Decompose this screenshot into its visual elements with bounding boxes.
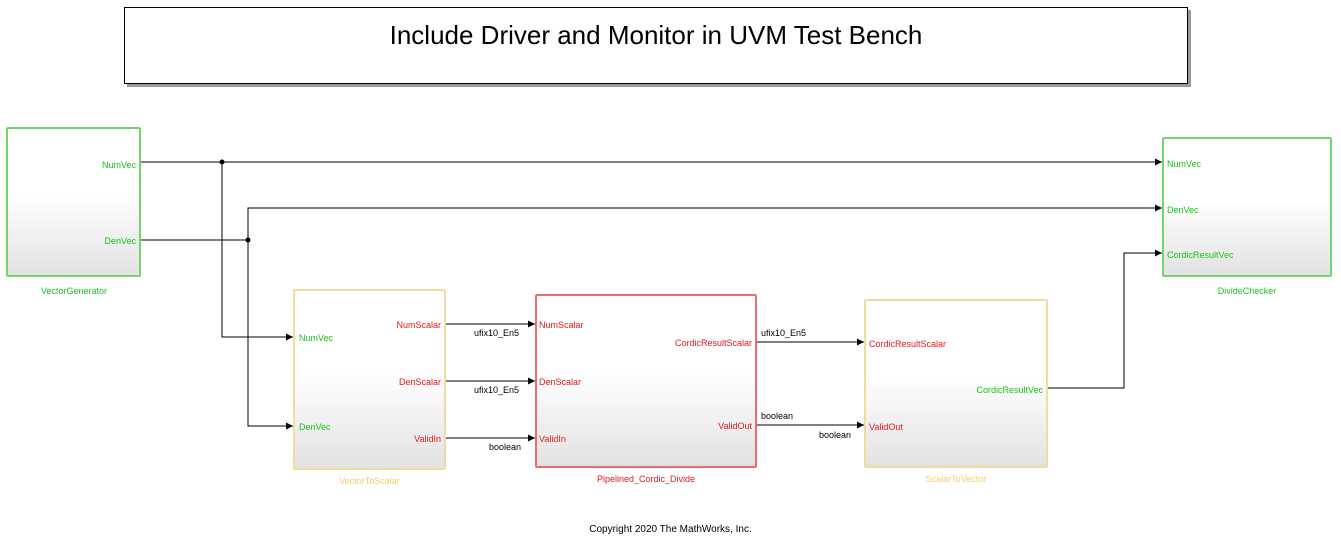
signal-type-result-scalar: ufix10_En5 [761, 328, 807, 338]
vector-to-scalar-block[interactable]: NumVec DenVec NumScalar DenScalar ValidI… [293, 289, 446, 470]
port-out-numvec: NumVec [101, 160, 136, 170]
port-out-validout: ValidOut [718, 421, 752, 431]
scalar-to-vector-block[interactable]: CordicResultScalar ValidOut CordicResult… [864, 299, 1048, 468]
signal-type-denscalar: ufix10_En5 [474, 385, 520, 395]
port-in-numscalar: NumScalar [539, 320, 584, 330]
port-out-validin: ValidIn [414, 434, 441, 444]
port-out-cordic-result-scalar: CordicResultScalar [674, 338, 752, 348]
vector-generator-label[interactable]: VectorGenerator [40, 286, 108, 296]
signal-type-validout-right: boolean [819, 430, 852, 440]
vector-to-scalar-label[interactable]: VectorToScalar [339, 476, 400, 486]
port-in-cordic-result-vec: CordicResultVec [1167, 250, 1234, 260]
vector-generator-block[interactable]: NumVec DenVec [6, 127, 141, 277]
diagram-title: Include Driver and Monitor in UVM Test B… [389, 20, 923, 50]
port-in-denscalar: DenScalar [539, 377, 582, 387]
wire-junction-numvec [219, 159, 225, 165]
copyright-text: Copyright 2020 The MathWorks, Inc. [589, 524, 752, 535]
wire-numvec-branch [221, 162, 293, 341]
port-out-denscalar: DenScalar [398, 377, 441, 387]
divide-checker-block[interactable]: NumVec DenVec CordicResultVec [1162, 137, 1332, 277]
port-out-numscalar: NumScalar [396, 320, 441, 330]
wire-junction-denvec [245, 237, 251, 243]
port-out-denvec: DenVec [104, 236, 136, 246]
wire-denvec-to-scalar [141, 239, 293, 430]
title-annotation[interactable]: Include Driver and Monitor in UVM Test B… [124, 7, 1188, 84]
scalar-to-vector-label[interactable]: ScalarToVector [925, 474, 987, 484]
port-in-cordic-result-scalar: CordicResultScalar [869, 339, 947, 349]
wire-denvec-to-checker [247, 204, 1162, 240]
divide-checker-label[interactable]: DivideChecker [1217, 286, 1277, 296]
signal-type-validout-left: boolean [761, 411, 794, 421]
port-in-numvec-checker: NumVec [1167, 159, 1202, 169]
pipelined-cordic-divide-block[interactable]: NumScalar DenScalar ValidIn CordicResult… [535, 294, 757, 468]
port-out-cordic-result-vec: CordicResultVec [976, 385, 1043, 395]
pipelined-cordic-divide-label[interactable]: Pipelined_Cordic_Divide [596, 474, 696, 484]
signal-type-numscalar: ufix10_En5 [474, 328, 520, 338]
port-in-validout: ValidOut [869, 422, 903, 432]
port-in-denvec-checker: DenVec [1167, 205, 1199, 215]
port-in-numvec: NumVec [299, 333, 334, 343]
signal-type-validin: boolean [489, 442, 522, 452]
wire-result-vec [1048, 249, 1162, 389]
port-in-validin: ValidIn [539, 434, 566, 444]
port-in-denvec: DenVec [299, 422, 331, 432]
